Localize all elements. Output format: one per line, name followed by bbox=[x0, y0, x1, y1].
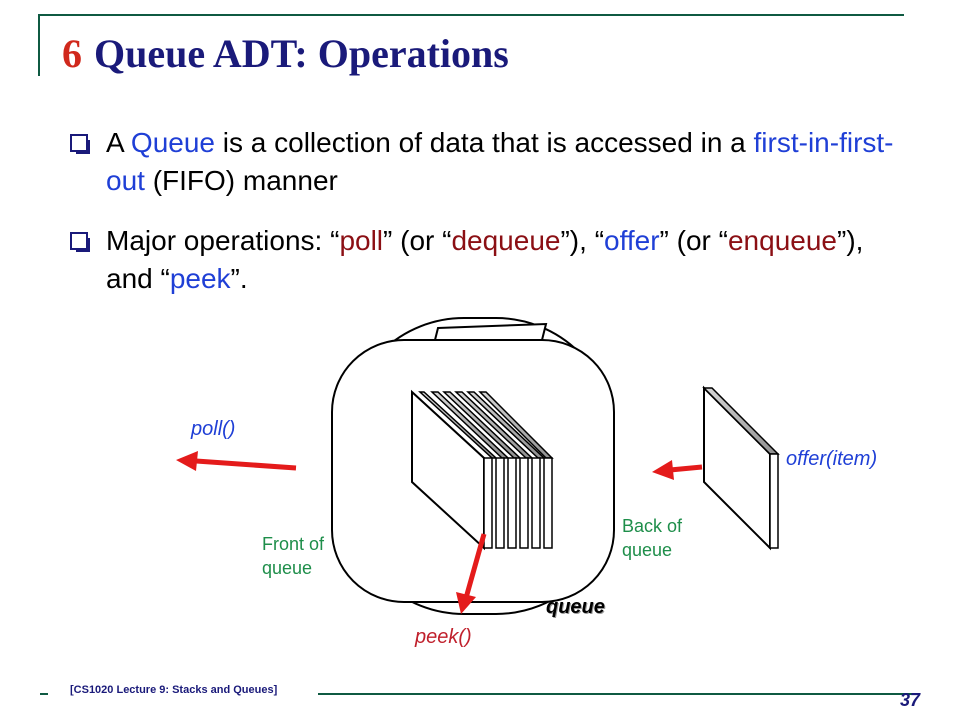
peek-arrowhead-icon bbox=[456, 592, 476, 614]
bullet-2-part: ” (or “ bbox=[659, 225, 728, 256]
footer-text: [CS1020 Lecture 9: Stacks and Queues] bbox=[70, 684, 278, 696]
bullet-1-part: (FIFO) manner bbox=[144, 165, 338, 196]
bullet-2-part: poll bbox=[339, 225, 384, 256]
poll-arrow bbox=[195, 458, 297, 471]
queue-label: queue bbox=[546, 596, 605, 618]
queue-card-side bbox=[519, 457, 529, 549]
footer-dash bbox=[40, 693, 48, 695]
slide-title: 6 Queue ADT: Operations bbox=[62, 30, 509, 77]
bullet-2-part: offer bbox=[604, 225, 660, 256]
bullet-1: A Queue is a collection of data that is … bbox=[70, 124, 910, 200]
page-number: 37 bbox=[900, 690, 921, 710]
offer-card bbox=[702, 385, 780, 551]
peek-label: peek() bbox=[415, 626, 472, 648]
peek-arrow bbox=[463, 533, 487, 599]
bullet-2-part: peek bbox=[169, 263, 231, 294]
queue-card-side bbox=[531, 457, 541, 549]
bullet-1-part: Queue bbox=[130, 127, 215, 158]
slide-number: 6 bbox=[62, 31, 82, 76]
checkbox-bullet-icon bbox=[70, 232, 90, 252]
bullet-2-text: Major operations: “poll” (or “dequeue”),… bbox=[106, 222, 910, 298]
bullet-2-part: enqueue bbox=[727, 225, 837, 256]
queue-card-side bbox=[495, 457, 505, 549]
bullet-1-part: first-in-first-out bbox=[106, 127, 894, 196]
queue-card-side bbox=[543, 457, 553, 549]
back-of-queue-label: Back of queue bbox=[622, 516, 683, 560]
offer-arrowhead-icon bbox=[652, 460, 674, 480]
offer-label: offer(item) bbox=[786, 448, 878, 470]
bullet-1-text: A Queue is a collection of data that is … bbox=[106, 124, 910, 200]
offer-arrow bbox=[669, 464, 703, 473]
bullet-2-part: Major operations: “ bbox=[106, 225, 340, 256]
bullet-2-part: ”), “ bbox=[560, 225, 605, 256]
bullet-2-part: ” (or “ bbox=[383, 225, 452, 256]
bullet-1-part: A bbox=[106, 127, 131, 158]
frame-top-line bbox=[38, 14, 904, 16]
footer-line bbox=[318, 693, 912, 695]
queue-card-side bbox=[507, 457, 517, 549]
offer-card-side bbox=[769, 453, 779, 549]
slide-title-text: Queue ADT: Operations bbox=[94, 31, 509, 76]
queue-cards bbox=[411, 389, 554, 551]
arrows bbox=[176, 451, 703, 614]
bullet-2-part: dequeue bbox=[451, 225, 561, 256]
bullet-2-part: ”. bbox=[230, 263, 248, 294]
front-of-queue-label: Front of queue bbox=[262, 534, 325, 578]
bullet-2-part: ”), and “ bbox=[106, 225, 864, 294]
frame-left-line bbox=[38, 14, 40, 76]
checkbox-bullet-icon bbox=[70, 134, 90, 154]
poll-arrowhead-icon bbox=[176, 451, 198, 471]
poll-label: poll() bbox=[191, 418, 236, 440]
bullet-1-part: is a collection of data that is accessed… bbox=[215, 127, 754, 158]
queue-card-side bbox=[483, 457, 493, 549]
bullet-2: Major operations: “poll” (or “dequeue”),… bbox=[70, 222, 910, 298]
